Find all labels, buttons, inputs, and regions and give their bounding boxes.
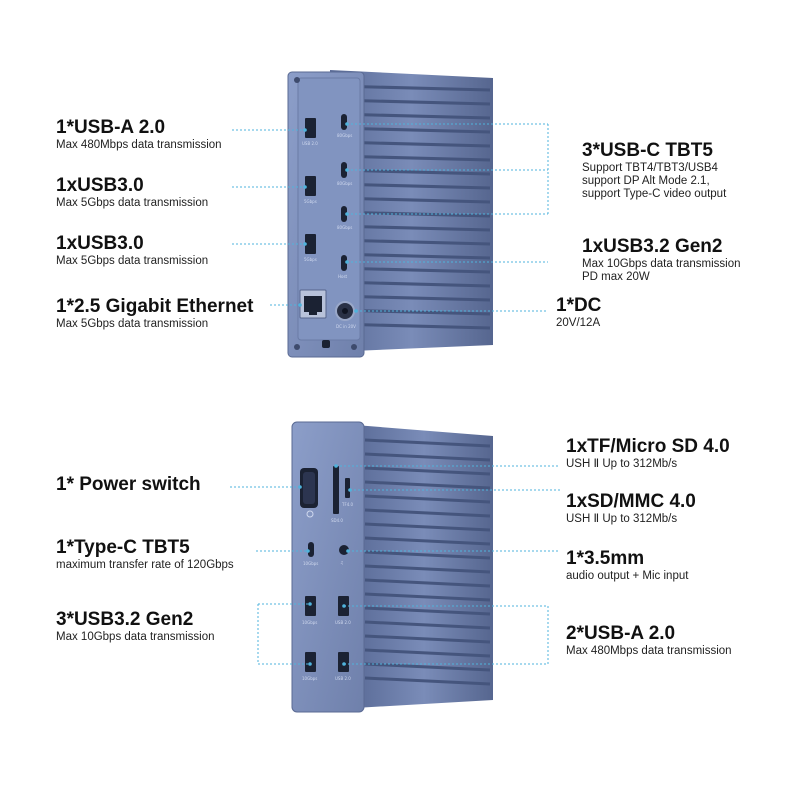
label-title: 1* Power switch: [56, 474, 201, 495]
top-port-text-5gbps-b: 5Gbps: [304, 257, 317, 262]
bottom-usb32-port-2: [305, 652, 316, 672]
kensington-lock-icon: [322, 340, 330, 348]
label-usb-a-2: 1*USB-A 2.0 Max 480Mbps data transmissio…: [56, 117, 222, 152]
label-desc: USH Ⅱ Up to 312Mb/s: [566, 513, 678, 525]
label-desc: Support TBT4/TBT3/USB4: [582, 162, 718, 174]
label-power: 1* Power switch: [56, 474, 201, 496]
audio-jack: [339, 545, 349, 555]
top-usb-c-port-3: [341, 206, 347, 222]
bottom-port-text-c: 10Gbps: [303, 561, 318, 566]
label-title: 3*USB-C TBT5: [582, 140, 713, 161]
label-desc: Max 10Gbps data transmission: [56, 631, 215, 643]
label-desc: PD max 20W: [582, 271, 650, 283]
label-desc: USH Ⅱ Up to 312Mb/s: [566, 458, 678, 470]
label-desc: Max 480Mbps data transmission: [56, 139, 222, 151]
bottom-port-text-sd: SD4.0: [331, 518, 343, 523]
bottom-type-c-port: [308, 542, 314, 557]
leader-lines: [230, 123, 560, 665]
bottom-usb32-port-1: [305, 596, 316, 616]
label-title: 1*2.5 Gigabit Ethernet: [56, 296, 254, 317]
label-sd: 1xSD/MMC 4.0 USH Ⅱ Up to 312Mb/s: [566, 491, 696, 526]
bottom-port-text-tf: TF4.0: [341, 502, 354, 507]
top-port-text-usb2: USB 2.0: [302, 141, 318, 146]
power-icon: [306, 510, 314, 518]
label-title: 1*DC: [556, 295, 602, 316]
bottom-usb2-port-2: [338, 652, 349, 672]
label-desc: Max 5Gbps data transmission: [56, 197, 209, 209]
label-title: 1xUSB3.0: [56, 233, 144, 254]
top-dock-rear: USB 2.0 5Gbps 5Gbps 80Gbps 80Gbps 80Gbps…: [287, 70, 493, 358]
bottom-port-text-a2: 10Gbps: [302, 676, 317, 681]
label-usb3-1: 1xUSB3.0 Max 5Gbps data transmission: [56, 175, 208, 210]
top-port-text-c1: 80Gbps: [337, 133, 352, 138]
label-tf: 1xTF/Micro SD 4.0 USH Ⅱ Up to 312Mb/s: [566, 436, 730, 471]
label-desc: Max 5Gbps data transmission: [56, 318, 209, 330]
label-usb-a-2b: 2*USB-A 2.0 Max 480Mbps data transmissio…: [566, 623, 732, 658]
label-audio: 1*3.5mm audio output + Mic input: [566, 548, 688, 583]
label-title: 1xUSB3.0: [56, 175, 144, 196]
label-desc: 20V/12A: [556, 317, 601, 329]
label-title: 2*USB-A 2.0: [566, 623, 676, 644]
label-usb3-2: 1xUSB3.0 Max 5Gbps data transmission: [56, 233, 208, 268]
top-usb3-port-1: [305, 176, 316, 196]
top-port-text-c2: 80Gbps: [337, 181, 352, 186]
label-desc: Max 480Mbps data transmission: [566, 645, 732, 657]
label-usb32-3: 3*USB3.2 Gen2 Max 10Gbps data transmissi…: [56, 609, 215, 644]
label-usbc-tbt5: 3*USB-C TBT5 Support TBT4/TBT3/USB4 supp…: [582, 140, 726, 201]
top-usb-c-host-port: [341, 255, 347, 271]
bottom-port-text-a1: 10Gbps: [302, 620, 317, 625]
label-title: 1xUSB3.2 Gen2: [582, 236, 723, 257]
bottom-cooling-fins: [364, 438, 491, 686]
top-port-text-host: Host: [338, 274, 348, 279]
top-port-text-c3: 80Gbps: [337, 225, 352, 230]
label-desc: support Type-C video output: [582, 188, 727, 200]
label-usb32: 1xUSB3.2 Gen2 Max 10Gbps data transmissi…: [582, 236, 741, 284]
top-usb-c-port-2: [341, 162, 347, 178]
label-desc: Max 5Gbps data transmission: [56, 255, 209, 267]
label-dc: 1*DC 20V/12A: [556, 295, 601, 330]
bottom-dock-front: SD4.0 TF4.0 10Gbps ♫ 10Gbps 10Gbps USB 2…: [291, 421, 493, 713]
label-desc: support DP Alt Mode 2.1,: [582, 175, 710, 187]
sd-card-slot: [333, 466, 339, 514]
headset-icon: ♫: [340, 560, 344, 565]
label-title: 1xTF/Micro SD 4.0: [566, 436, 730, 457]
label-typec: 1*Type-C TBT5 maximum transfer rate of 1…: [56, 537, 234, 572]
top-usb-c-port-1: [341, 114, 347, 130]
top-port-text-5gbps-a: 5Gbps: [304, 199, 317, 204]
tf-card-slot: [345, 478, 350, 498]
leader-dots: [298, 122, 358, 666]
label-desc: audio output + Mic input: [566, 570, 689, 582]
top-usb-a-2-port: [305, 118, 316, 138]
label-title: 3*USB3.2 Gen2: [56, 609, 194, 630]
label-title: 1*3.5mm: [566, 548, 645, 569]
label-desc: Max 10Gbps data transmission: [582, 258, 741, 270]
label-title: 1*Type-C TBT5: [56, 537, 190, 558]
top-port-text-dc: DC in 20V: [336, 324, 356, 329]
label-ethernet: 1*2.5 Gigabit Ethernet Max 5Gbps data tr…: [56, 296, 253, 331]
bottom-port-text-b2: USB 2.0: [335, 676, 351, 681]
label-title: 1*USB-A 2.0: [56, 117, 166, 138]
label-desc: maximum transfer rate of 120Gbps: [56, 559, 234, 571]
top-usb3-port-2: [305, 234, 316, 254]
label-title: 1xSD/MMC 4.0: [566, 491, 696, 512]
bottom-port-text-b1: USB 2.0: [335, 620, 351, 625]
